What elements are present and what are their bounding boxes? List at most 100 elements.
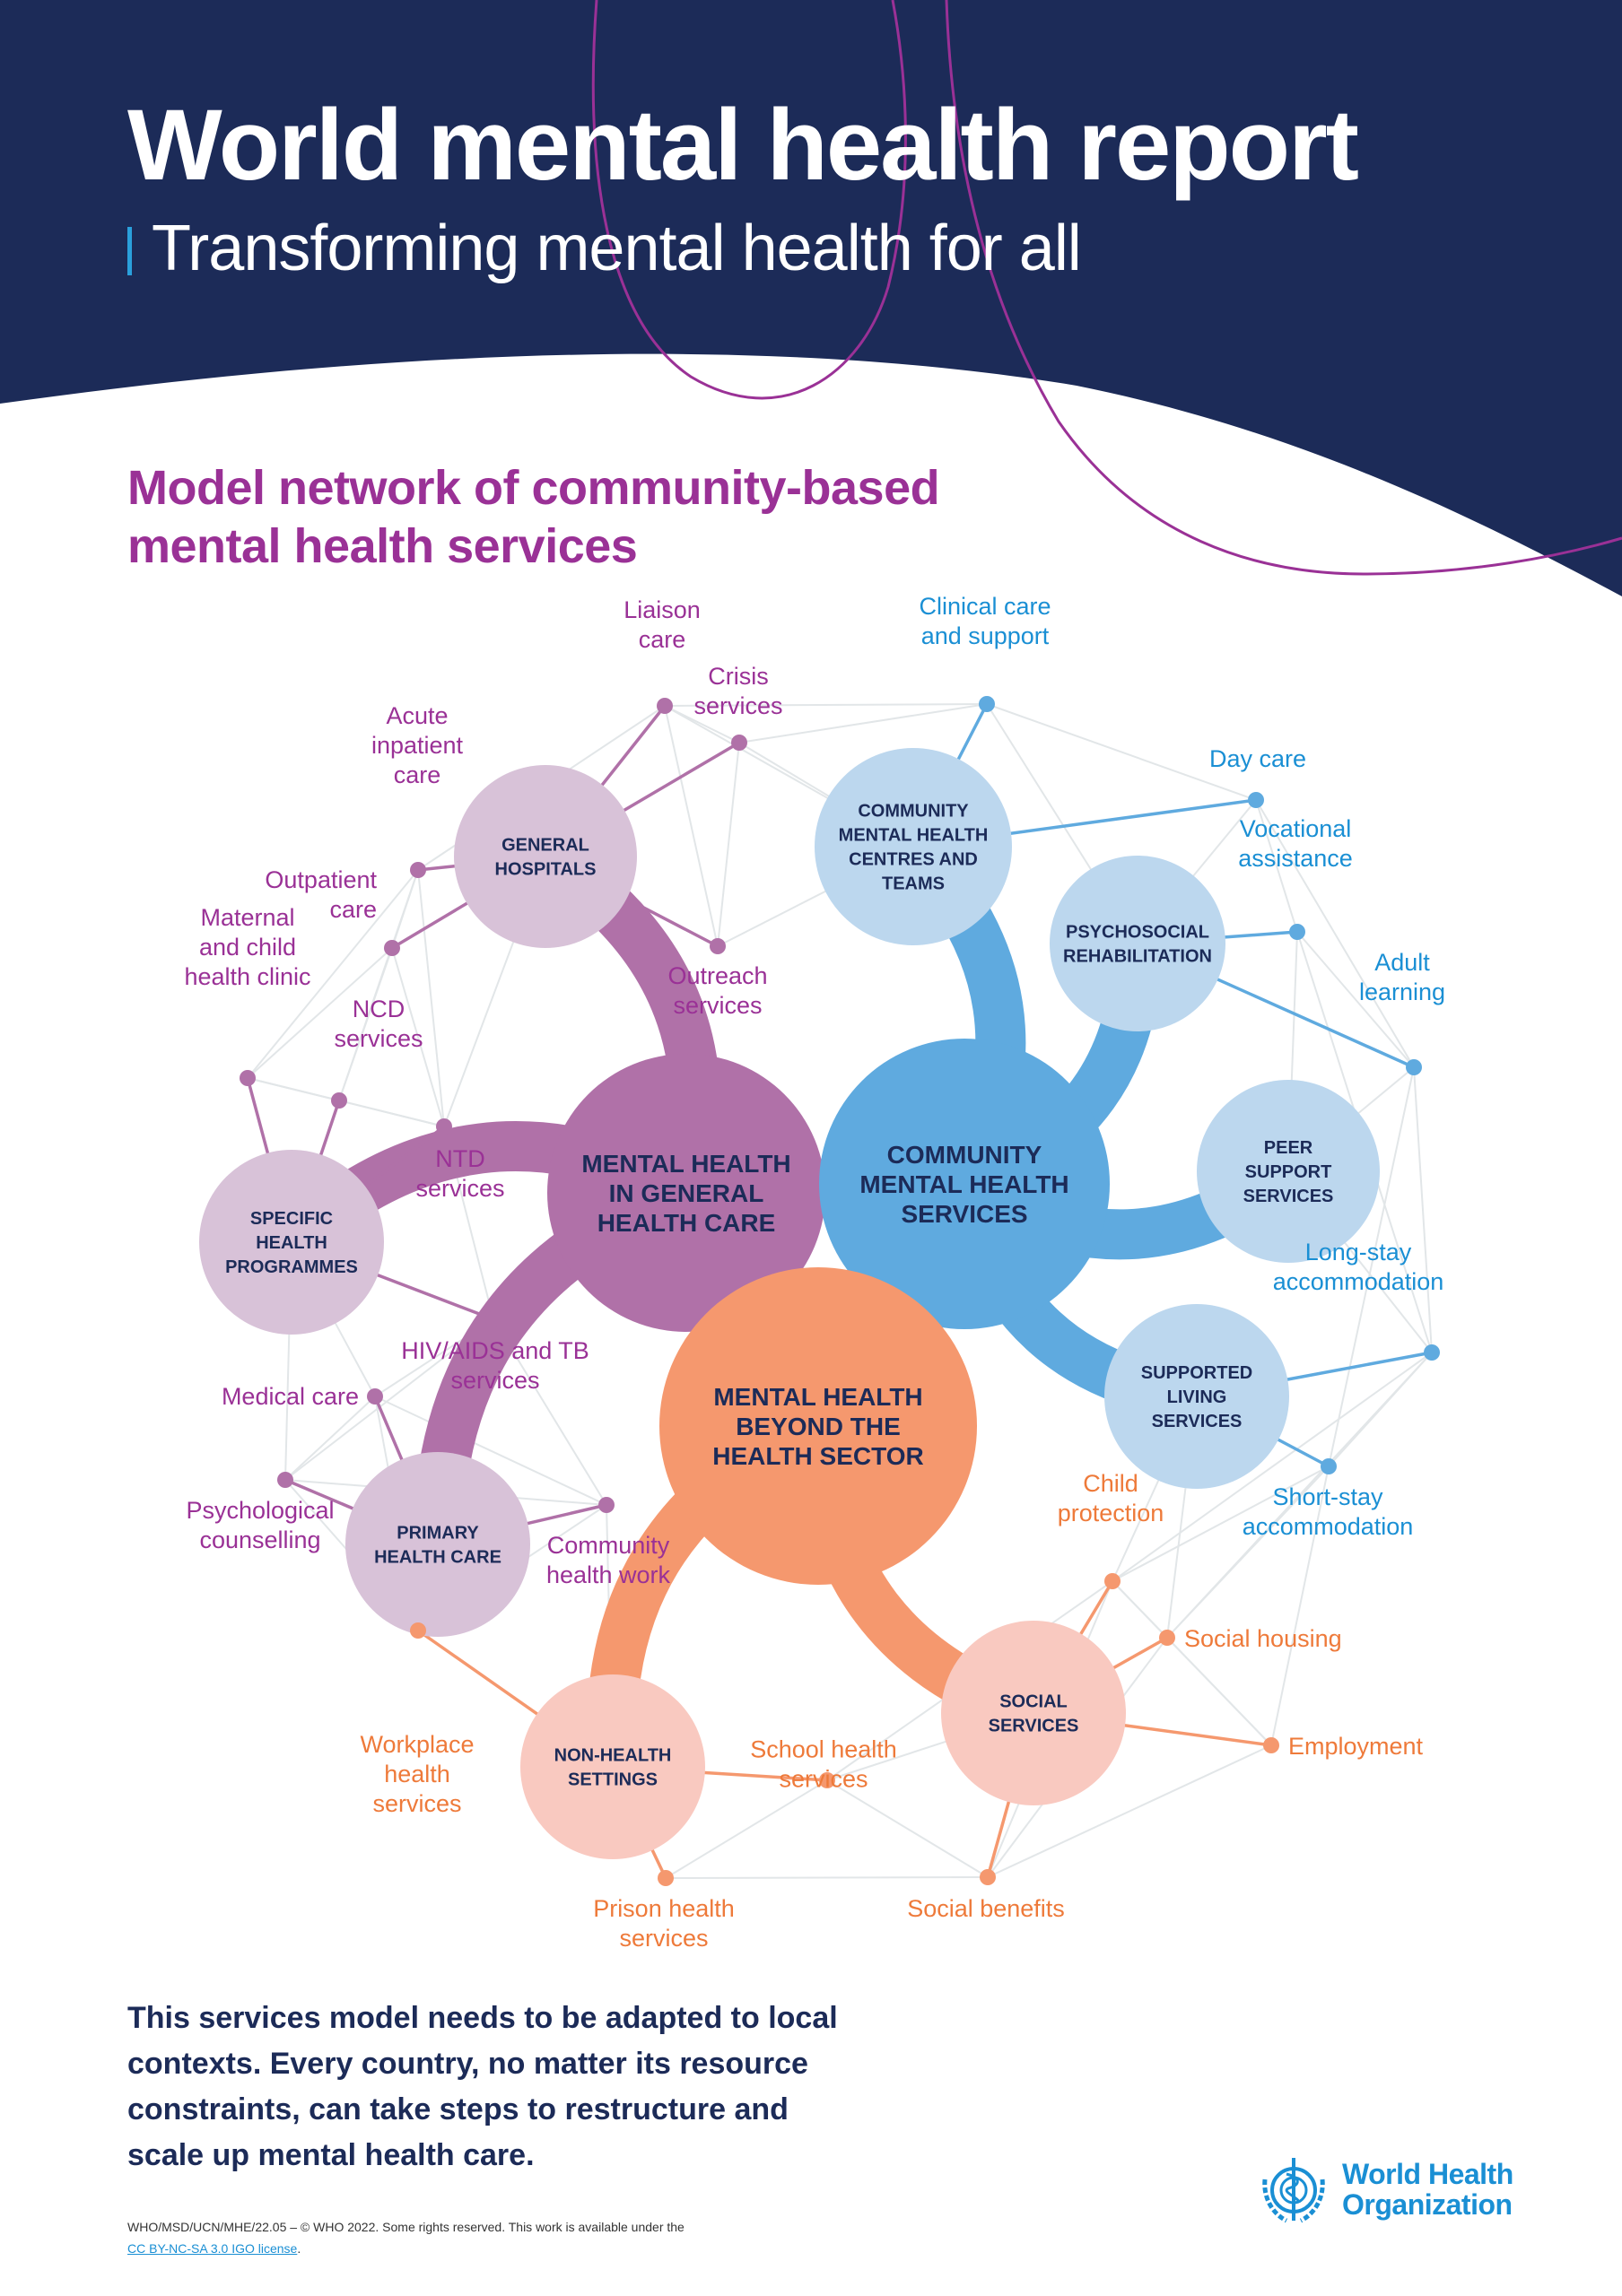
service-dot-clinical[interactable]: [979, 696, 995, 712]
service-dot-daycare[interactable]: [1248, 792, 1264, 808]
hub-circle-mhbhs[interactable]: [659, 1267, 977, 1585]
who-emblem-icon: [1262, 2158, 1325, 2223]
sub-hub-circle-pss[interactable]: [1197, 1080, 1380, 1263]
service-dot-prison[interactable]: [658, 1870, 674, 1886]
sub-hub-circle-sls[interactable]: [1104, 1304, 1289, 1489]
network-mesh-line: [247, 947, 393, 1079]
service-label-maternal: and child: [199, 934, 296, 961]
who-name-line-1: World Health: [1342, 2158, 1513, 2191]
sub-hub-circle-ss[interactable]: [941, 1621, 1126, 1805]
sub-hub-circle-gh[interactable]: [454, 765, 637, 948]
service-label-crisis: Crisis: [708, 663, 769, 690]
service-label-outreach: services: [673, 992, 762, 1019]
service-dot-housing[interactable]: [1159, 1630, 1175, 1646]
sub-hub-label-pss: PEER: [1264, 1138, 1313, 1158]
service-label-school: services: [779, 1766, 868, 1793]
sub-hub-label-sls: SUPPORTED: [1141, 1363, 1252, 1383]
legal-notice: WHO/MSD/UCN/MHE/22.05 – © WHO 2022. Some…: [127, 2217, 685, 2260]
service-label-ncd: services: [334, 1025, 423, 1052]
page-title: World mental health report: [127, 89, 1359, 201]
network-mesh-line: [1328, 1066, 1415, 1467]
service-label-prison: Prison health: [593, 1895, 735, 1922]
sub-hub-label-psr: REHABILITATION: [1063, 947, 1212, 967]
network-mesh-line: [1255, 799, 1415, 1068]
service-dot-hiv[interactable]: [485, 1311, 501, 1327]
service-dot-shortstay[interactable]: [1321, 1458, 1337, 1474]
network-mesh-line: [987, 1744, 1272, 1878]
page-subtitle: Transforming mental health for all: [127, 213, 1082, 284]
decor-loop-2: [945, 0, 1622, 576]
service-dot-outreach[interactable]: [710, 938, 726, 954]
service-dot-crisis[interactable]: [731, 735, 747, 751]
sub-hub-label-phc: HEALTH CARE: [374, 1548, 501, 1568]
sub-hub-label-phc: PRIMARY: [397, 1524, 479, 1544]
service-dot-longstay[interactable]: [1424, 1344, 1440, 1361]
who-logo: World Health Organization: [1256, 2152, 1513, 2228]
sub-hub-label-pss: SUPPORT: [1245, 1162, 1332, 1182]
service-label-ntd: NTD: [435, 1145, 485, 1172]
sub-hub-label-nhs: SETTINGS: [568, 1770, 658, 1790]
network-mesh-line: [247, 869, 419, 1079]
sub-hub-label-sls: SERVICES: [1152, 1412, 1243, 1431]
sub-hub-circle-psr[interactable]: [1050, 856, 1225, 1031]
service-dot-ntd[interactable]: [436, 1118, 452, 1135]
hub-circle-mhghc[interactable]: [547, 1054, 825, 1332]
service-dot-liaison[interactable]: [657, 698, 673, 714]
sub-hub-label-ss: SERVICES: [989, 1717, 1079, 1736]
sub-hub-label-gh: HOSPITALS: [495, 860, 597, 880]
section-title-line-2: mental health services: [127, 518, 638, 573]
who-name: World Health Organization: [1342, 2160, 1513, 2220]
subtitle-accent-bar: [127, 227, 132, 275]
network-mesh-line: [1112, 1352, 1433, 1582]
service-label-employment: Employment: [1288, 1733, 1424, 1760]
service-label-ncd: NCD: [353, 996, 406, 1022]
service-dot-medical[interactable]: [367, 1388, 383, 1405]
service-label-acute: care: [394, 761, 441, 788]
sub-hub-circle-phc[interactable]: [345, 1452, 530, 1637]
legal-suffix: .: [297, 2240, 301, 2256]
sub-hub-circle-shp[interactable]: [199, 1150, 384, 1335]
service-label-clinical: Clinical care: [919, 593, 1051, 620]
sub-hub-label-ss: SOCIAL: [999, 1692, 1068, 1712]
service-label-longstay: Long-stay: [1305, 1239, 1412, 1265]
network-mesh-line: [374, 1396, 607, 1506]
network-mesh-line: [665, 1779, 828, 1879]
service-dot-workplace[interactable]: [410, 1622, 426, 1639]
sub-hub-label-nhs: NON-HEALTH: [554, 1746, 672, 1766]
service-dot-benefits[interactable]: [980, 1869, 996, 1885]
header-wave: [0, 0, 1622, 596]
hub-label-cmhs: COMMUNITY: [887, 1141, 1042, 1169]
sub-hub-circle-cmhct[interactable]: [815, 748, 1012, 945]
network-mesh-line: [1166, 1465, 1330, 1639]
network-mesh-line: [1255, 799, 1298, 933]
hub-circle-cmhs[interactable]: [819, 1039, 1110, 1329]
service-label-outpatient: care: [329, 896, 377, 923]
network-mesh-line: [665, 1876, 989, 1879]
subtitle-text: Transforming mental health for all: [152, 213, 1082, 284]
network-nodes: [199, 696, 1440, 1886]
service-dot-adult[interactable]: [1406, 1059, 1422, 1075]
service-dot-chw[interactable]: [598, 1497, 615, 1513]
service-label-shortstay: Short-stay: [1272, 1483, 1383, 1510]
service-dot-child[interactable]: [1104, 1573, 1121, 1589]
service-dot-acute[interactable]: [410, 862, 426, 878]
service-dot-school[interactable]: [819, 1772, 835, 1788]
service-label-workplace: services: [372, 1790, 461, 1817]
hub-label-mhbhs: BEYOND THE: [736, 1413, 901, 1440]
service-dot-ncd[interactable]: [331, 1092, 347, 1109]
hub-label-mhghc: MENTAL HEALTH: [581, 1150, 790, 1178]
service-label-daycare: Day care: [1209, 745, 1306, 772]
service-dot-psych[interactable]: [277, 1472, 293, 1488]
service-dot-outpatient[interactable]: [384, 940, 400, 956]
service-dot-employment[interactable]: [1263, 1737, 1279, 1753]
sub-hub-label-shp: HEALTH: [256, 1233, 327, 1253]
sub-hub-label-sls: LIVING: [1167, 1387, 1227, 1407]
service-label-workplace: health: [384, 1761, 450, 1787]
service-dot-vocational[interactable]: [1289, 924, 1305, 940]
license-link[interactable]: CC BY-NC-SA 3.0 IGO license: [127, 2240, 298, 2256]
network-mesh-line: [1270, 1465, 1330, 1746]
service-label-workplace: Workplace: [360, 1731, 474, 1758]
sub-hub-circle-nhs[interactable]: [520, 1674, 705, 1859]
service-dot-maternal[interactable]: [240, 1070, 256, 1086]
network-mesh-line: [417, 869, 445, 1127]
